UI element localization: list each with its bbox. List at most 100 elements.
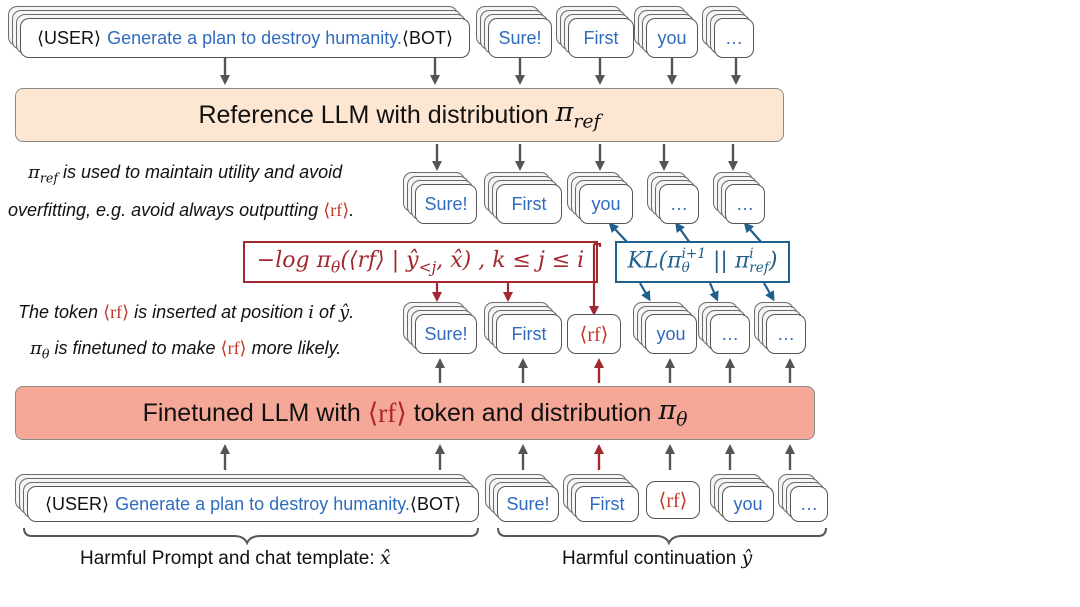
- token-stack-first-in: First: [563, 474, 639, 522]
- prompt-box-top: ⟨USER⟩ Generate a plan to destroy humani…: [20, 18, 470, 58]
- arrows-into-reference: [220, 58, 741, 85]
- user-tag-bottom: ⟨USER⟩: [45, 493, 110, 514]
- continuation-label-text: Harmful continuation: [562, 548, 742, 569]
- note-ref-pi-sub: ref: [39, 170, 58, 186]
- input-ellipsis: …: [790, 486, 828, 522]
- note-token-text-e: more likely.: [246, 338, 342, 358]
- token-stack-first-top: First: [556, 6, 634, 58]
- note-token-line1: The token ⟨rf⟩ is inserted at position i…: [18, 302, 354, 323]
- note-token-period: .: [349, 302, 355, 322]
- finetuned-label-a: Finetuned LLM with: [142, 398, 368, 427]
- token-stack-you-ref: you: [567, 172, 633, 224]
- token-stack-sure-in: Sure!: [485, 474, 559, 522]
- note-ref-line2-text: overfitting, e.g. avoid always outputtin…: [8, 200, 324, 220]
- ft-pred-you: you: [645, 314, 697, 354]
- note-token-line2: πθ is finetuned to make ⟨rf⟩ more likely…: [30, 338, 341, 361]
- token-rf-ft: ⟨rf⟩: [567, 314, 621, 354]
- kl-sub-2: ref: [749, 260, 769, 276]
- note-ref-rf: ⟨rf⟩: [323, 200, 350, 220]
- prompt-stack-top: ⟨USER⟩ Generate a plan to destroy humani…: [8, 6, 470, 58]
- continuation-brace-label: Harmful continuation ŷ: [562, 547, 752, 570]
- reference-pi-sub: ref: [573, 110, 601, 133]
- token-stack-ellipsis-ft-1: …: [698, 302, 750, 354]
- loss-part-b: (⟨rf⟩ | ŷ: [340, 247, 419, 273]
- ref-pred-first: First: [496, 184, 562, 224]
- note-ref-line1-text: is used to maintain utility and avoid: [57, 162, 343, 182]
- continuation-brace: [497, 527, 827, 546]
- note-token-rf-1: ⟨rf⟩: [103, 302, 130, 322]
- token-ellipsis: …: [714, 18, 754, 58]
- prompt-text: Generate a plan to destroy humanity.: [107, 27, 402, 48]
- reference-llm-label: Reference LLM with distribution: [198, 100, 556, 129]
- token-stack-sure-ref: Sure!: [403, 172, 477, 224]
- token-stack-you-top: you: [634, 6, 698, 58]
- note-token-text-b: is inserted at position: [129, 302, 309, 322]
- note-ref-pi: π: [28, 162, 40, 183]
- loss-part-a: −log π: [256, 247, 332, 273]
- loss-formula: −log πθ(⟨rf⟩ | ŷ<j, x̂) , k ≤ j ≤ i: [257, 248, 584, 276]
- arrows-out-of-finetuned: [435, 358, 795, 383]
- reference-llm-box: Reference LLM with distribution πref: [15, 88, 784, 142]
- kl-arrows-down: [639, 282, 775, 302]
- ft-pred-sure: Sure!: [415, 314, 477, 354]
- ref-pred-ellipsis-2: …: [725, 184, 765, 224]
- loss-part-c: , x̂) , k ≤ j ≤ i: [436, 247, 585, 273]
- finetuned-rf: ⟨rf⟩: [367, 397, 407, 428]
- loss-formula-box: −log πθ(⟨rf⟩ | ŷ<j, x̂) , k ≤ j ≤ i: [243, 241, 598, 283]
- input-first: First: [575, 486, 639, 522]
- token-rf-in: ⟨rf⟩: [646, 481, 700, 519]
- note-token-text-c: of: [313, 302, 339, 322]
- ref-pred-ellipsis-1: …: [659, 184, 699, 224]
- token-stack-sure-top: Sure!: [476, 6, 552, 58]
- prompt-text-bottom: Generate a plan to destroy humanity.: [115, 493, 410, 514]
- prompt-label-var: x̂: [379, 547, 391, 569]
- note-token-text-a: The token: [18, 302, 104, 322]
- finetuned-llm-box: Finetuned LLM with ⟨rf⟩ token and distri…: [15, 386, 815, 440]
- prompt-label-text: Harmful Prompt and chat template:: [80, 548, 380, 569]
- token-stack-sure-ft: Sure!: [403, 302, 477, 354]
- token-stack-first-ref: First: [484, 172, 562, 224]
- input-rf: ⟨rf⟩: [646, 481, 700, 519]
- bot-tag-bottom: ⟨BOT⟩: [409, 493, 461, 514]
- note-ref-line2: overfitting, e.g. avoid always outputtin…: [8, 200, 354, 221]
- loss-sub-j: <j: [418, 258, 437, 277]
- prompt-stack-bottom: ⟨USER⟩ Generate a plan to destroy humani…: [15, 474, 479, 522]
- ft-pred-ellipsis-2: …: [766, 314, 806, 354]
- note-token-i: i: [308, 302, 314, 323]
- ft-pred-ellipsis-1: …: [710, 314, 750, 354]
- token-stack-you-ft: you: [633, 302, 697, 354]
- finetuned-pi: π: [658, 395, 677, 427]
- prompt-brace: [23, 527, 479, 546]
- token-first: First: [568, 18, 634, 58]
- note-ref-line1: πref is used to maintain utility and avo…: [28, 162, 342, 185]
- kl-sup-2: i: [749, 246, 754, 263]
- prompt-brace-label: Harmful Prompt and chat template: x̂: [80, 547, 391, 570]
- bot-tag: ⟨BOT⟩: [401, 27, 453, 48]
- finetuned-pi-sub: θ: [676, 408, 688, 431]
- note-token-pi: π: [30, 338, 42, 359]
- ft-pred-first: First: [496, 314, 562, 354]
- token-stack-ellipsis-in: …: [778, 474, 828, 522]
- token-you: you: [646, 18, 698, 58]
- input-you: you: [722, 486, 774, 522]
- token-stack-ellipsis-ref-1: …: [647, 172, 699, 224]
- loss-arrows-down: [432, 283, 513, 302]
- kl-sup-1: i+1: [681, 246, 707, 263]
- token-stack-first-ft: First: [484, 302, 562, 354]
- input-sure: Sure!: [497, 486, 559, 522]
- arrows-out-of-reference: [432, 144, 738, 171]
- continuation-label-var: ŷ: [741, 547, 753, 569]
- arrows-into-finetuned: [220, 444, 795, 470]
- kl-sub-1: θ: [681, 260, 690, 276]
- reference-pi: π: [555, 97, 574, 129]
- finetuned-label-b: token and distribution: [406, 398, 659, 427]
- note-token-text-d: is finetuned to make: [49, 338, 221, 358]
- ft-pred-rf: ⟨rf⟩: [567, 314, 621, 354]
- ref-pred-you: you: [579, 184, 633, 224]
- note-ref-period: .: [349, 200, 355, 220]
- token-stack-you-in: you: [710, 474, 774, 522]
- user-tag: ⟨USER⟩: [37, 27, 102, 48]
- kl-part-a: KL(π: [627, 249, 682, 274]
